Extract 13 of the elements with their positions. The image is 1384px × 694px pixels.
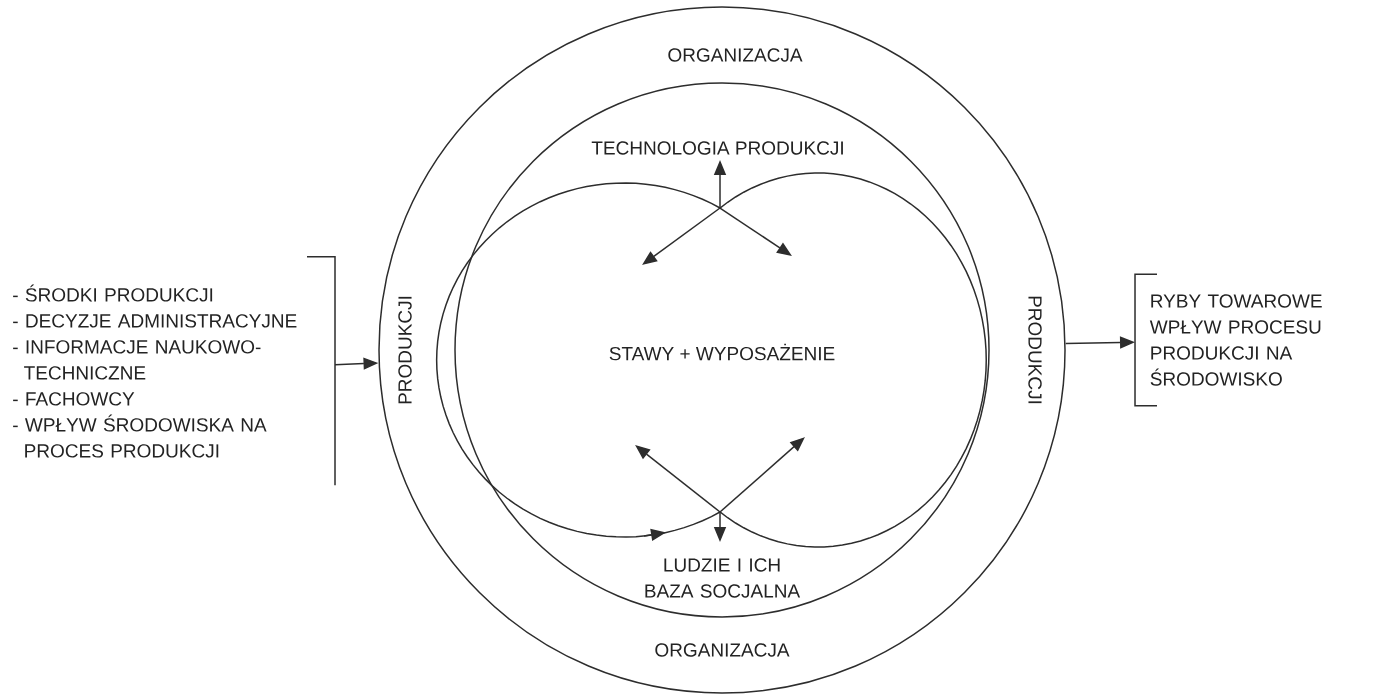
circle-label: LUDZIE I ICH BAZA SOCJALNA (645, 558, 801, 598)
list-item: - WPŁYW ŚRODOWISKA NA PROCES PRODUKCJI (13, 414, 267, 458)
list-item: - DECYZJE ADMINISTRACYJNE (13, 314, 297, 328)
circle-label: TECHNOLOGIA PRODUKCJI (591, 141, 843, 155)
list-item: RYBY TOWAROWE (1151, 294, 1322, 308)
list-item: WPŁYW PROCESU PRODUKCJI NA ŚRODOWISKO (1149, 320, 1321, 386)
list-item: - FACHOWCY (13, 392, 135, 406)
list-item: - ŚRODKI PRODUKCJI (13, 284, 213, 302)
ring-label: PRODUKCJI (398, 296, 412, 404)
ring-label: PRODUKCJI (1028, 296, 1042, 404)
ring-label: ORGANIZACJA (668, 48, 803, 62)
ring-label: ORGANIZACJA (655, 643, 790, 657)
list-item: - INFORMACJE NAUKOWO-TECHNICZNE (13, 340, 261, 380)
